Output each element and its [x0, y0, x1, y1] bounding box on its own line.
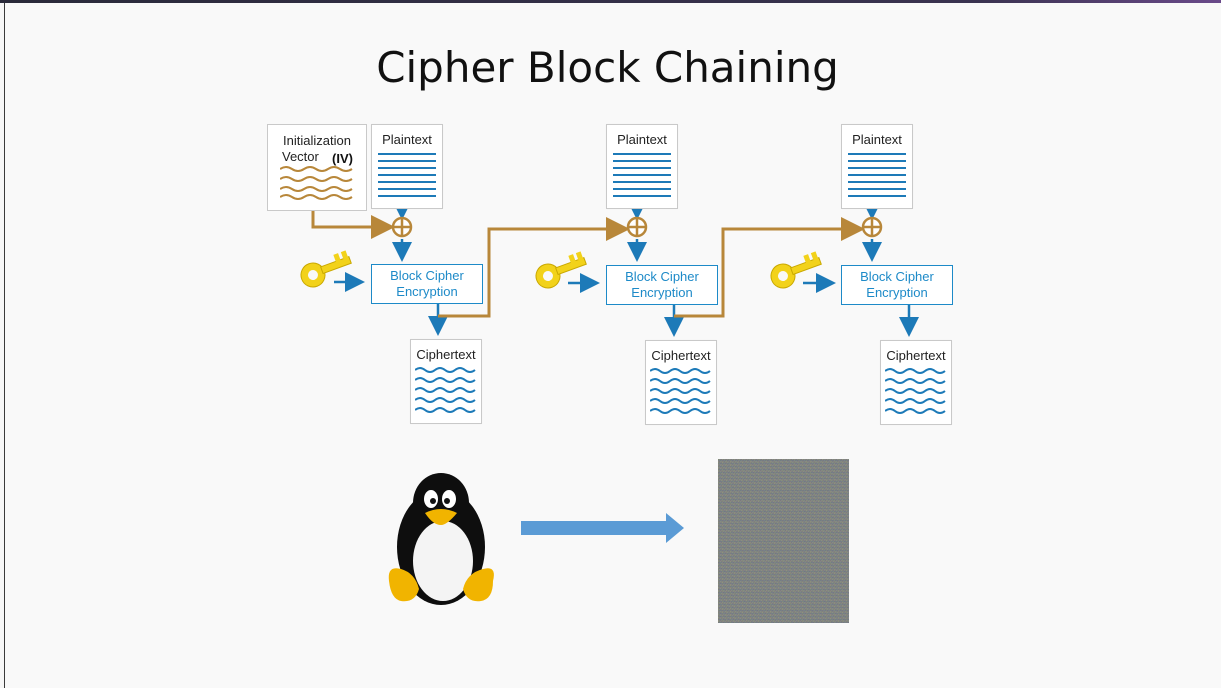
plaintext-doc-2: Plaintext: [606, 124, 678, 209]
plaintext-lines-3: [848, 153, 906, 202]
plaintext-doc-1: Plaintext: [371, 124, 443, 209]
key-icon: [535, 251, 587, 289]
xor-icon: [391, 216, 413, 238]
iv-abbreviation: (IV): [332, 151, 353, 166]
ciphertext-label-3: Ciphertext: [886, 348, 946, 363]
ciphertext-waves-3: [885, 368, 946, 414]
ciphertext-label-2: Ciphertext: [651, 348, 711, 363]
xor-icon: [626, 216, 648, 238]
ciphertext-label-1: Ciphertext: [416, 347, 476, 362]
ciphertext-waves-2: [650, 368, 711, 414]
block-cipher-encryption-3: Block Cipher Encryption: [841, 265, 953, 305]
penguin-icon: [388, 473, 494, 605]
key-icon: [300, 250, 352, 288]
window-top-bar: [0, 0, 1221, 3]
slide: Cipher Block Chaining: [4, 3, 1221, 688]
iv-arrow: [311, 207, 395, 239]
initialization-vector-box: Initialization Vector (IV): [267, 124, 367, 211]
block-cipher-encryption-2: Block Cipher Encryption: [606, 265, 718, 305]
plaintext-lines-1: [378, 153, 436, 202]
plaintext-label-2: Plaintext: [617, 132, 667, 147]
iv-label-line1: Initialization: [283, 133, 351, 148]
diagram-connectors: [300, 200, 919, 605]
block-cipher-encryption-1: Block Cipher Encryption: [371, 264, 483, 304]
ciphertext-waves-1: [415, 367, 476, 413]
transform-arrow: [521, 521, 667, 535]
chain-arrow-2: [674, 217, 865, 318]
ciphertext-doc-3: Ciphertext: [880, 340, 952, 425]
slide-title: Cipher Block Chaining: [376, 43, 839, 92]
iv-wavy-lines: [280, 166, 353, 200]
plaintext-label-3: Plaintext: [852, 132, 902, 147]
ciphertext-doc-2: Ciphertext: [645, 340, 717, 425]
iv-label-line2: Vector: [282, 149, 319, 164]
xor-icon: [861, 216, 883, 238]
encrypted-noise-image: [718, 459, 849, 623]
transform-arrow-head: [666, 513, 684, 543]
ciphertext-doc-1: Ciphertext: [410, 339, 482, 424]
plaintext-doc-3: Plaintext: [841, 124, 913, 209]
plaintext-lines-2: [613, 153, 671, 202]
key-icon: [770, 251, 822, 289]
plaintext-label-1: Plaintext: [382, 132, 432, 147]
chain-arrow-1: [438, 217, 630, 318]
